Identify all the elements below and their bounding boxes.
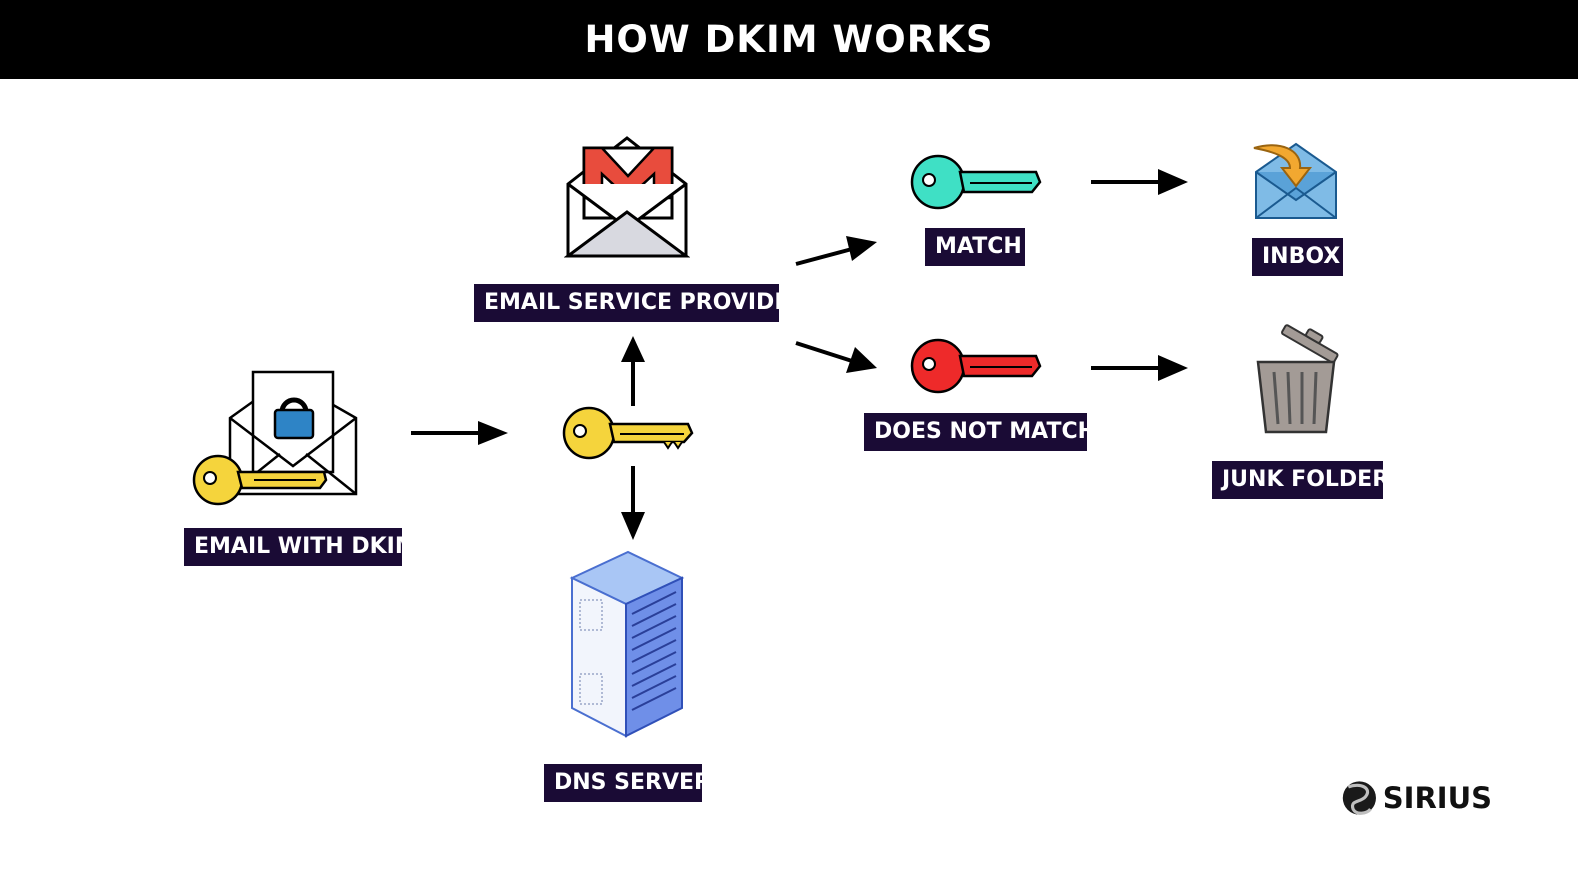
arrow-provider-to-nomatch [795, 341, 853, 363]
arrowhead-key-to-provider [621, 336, 645, 362]
arrowhead-key-to-dns [621, 512, 645, 540]
page-title: HOW DKIM WORKS [584, 18, 994, 61]
arrowhead-email-to-key [478, 421, 508, 445]
sirius-logo-text: SIRIUS [1382, 781, 1492, 815]
arrow-provider-to-match [795, 247, 853, 266]
label-email-service-provider: EMAIL SERVICE PROVIDER [474, 284, 806, 322]
label-does-not-match: DOES NOT MATCH [864, 413, 1096, 451]
nomatch-key-icon [910, 338, 1042, 394]
match-key-icon [910, 154, 1042, 210]
sirius-logo: SIRIUS [1342, 772, 1492, 824]
gmail-envelope-icon [564, 136, 690, 258]
key-icon [562, 406, 694, 460]
server-rack-icon [569, 550, 685, 738]
arrowhead-nomatch-to-junk [1158, 355, 1188, 381]
trash-can-icon [1256, 324, 1339, 434]
label-inbox: INBOX [1252, 238, 1343, 276]
envelope-lock-icon [192, 370, 358, 506]
arrowhead-match-to-inbox [1158, 169, 1188, 195]
label-junk-folder: JUNK FOLDER [1212, 461, 1389, 499]
label-match: MATCH [925, 228, 1025, 266]
arrowhead-provider-to-nomatch [846, 347, 877, 373]
sirius-logo-icon [1342, 781, 1376, 815]
arrowhead-provider-to-match [846, 236, 877, 261]
inbox-envelope-icon [1253, 142, 1337, 219]
label-email-with-dkim: EMAIL WITH DKIM [184, 528, 417, 566]
header-bar: HOW DKIM WORKS [0, 0, 1578, 79]
label-dns-server: DNS SERVER [544, 764, 711, 802]
